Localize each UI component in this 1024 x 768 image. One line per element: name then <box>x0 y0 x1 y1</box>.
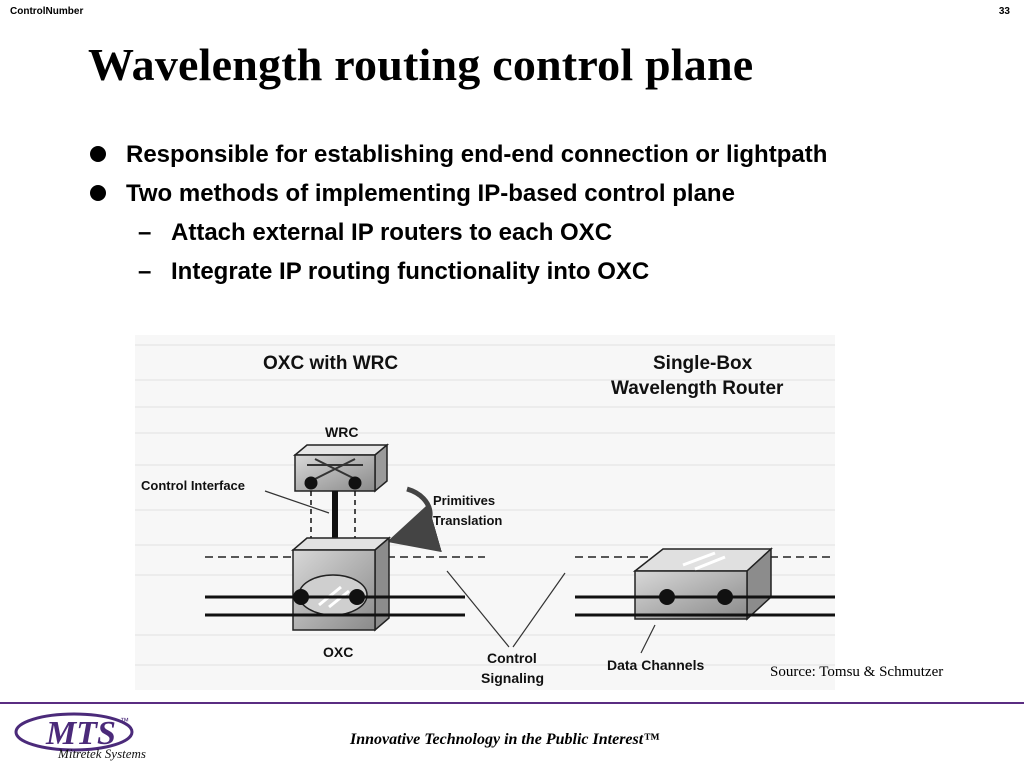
label-oxc-with-wrc: OXC with WRC <box>263 353 398 374</box>
slide-number: 33 <box>998 6 1010 17</box>
oxc-box <box>290 536 392 632</box>
label-single-box: Single-Box <box>653 353 753 374</box>
mitretek-logo: MTS ™ Mitretek Systems <box>14 712 146 761</box>
dash-marker: – <box>138 258 152 285</box>
sub-bullet-text: Integrate IP routing functionality into … <box>171 258 650 285</box>
label-control-interface: Control Interface <box>141 478 245 493</box>
dash-marker: – <box>138 219 152 246</box>
label-control: Control <box>487 650 537 666</box>
wavelength-router-box <box>632 547 773 621</box>
sub-bullet-item: – Attach external IP routers to each OXC <box>88 216 888 249</box>
label-primitives: Primitives <box>433 493 495 508</box>
source-citation: Source: Tomsu & Schmutzer <box>770 664 944 680</box>
sub-bullet-item: – Integrate IP routing functionality int… <box>88 255 888 288</box>
label-data-channels: Data Channels <box>607 657 704 673</box>
slide-title: Wavelength routing control plane <box>88 39 754 90</box>
label-oxc: OXC <box>323 644 353 660</box>
label-signaling: Signaling <box>481 670 544 686</box>
bullet-list: Responsible for establishing end-end con… <box>88 138 888 294</box>
oxc-diagram: OXC with WRC Single-Box Wavelength Route… <box>135 335 835 690</box>
bullet-dot-icon <box>90 146 106 162</box>
footer-divider <box>0 702 1024 704</box>
bullet-item: Responsible for establishing end-end con… <box>88 138 888 171</box>
bullet-text: Responsible for establishing end-end con… <box>126 141 828 168</box>
label-wavelength-router: Wavelength Router <box>611 378 784 399</box>
wrc-box <box>292 443 390 493</box>
sub-bullet-text: Attach external IP routers to each OXC <box>171 219 613 246</box>
svg-text:Mitretek Systems: Mitretek Systems <box>57 746 146 761</box>
bullet-dot-icon <box>90 185 106 201</box>
footer-tagline: Innovative Technology in the Public Inte… <box>350 731 660 748</box>
control-number: ControlNumber <box>10 6 84 17</box>
bullet-text: Two methods of implementing IP-based con… <box>126 180 735 207</box>
label-translation: Translation <box>433 513 502 528</box>
svg-text:™: ™ <box>120 716 129 726</box>
label-wrc: WRC <box>325 424 358 440</box>
bullet-item: Two methods of implementing IP-based con… <box>88 177 888 210</box>
svg-text:MTS: MTS <box>45 715 116 752</box>
